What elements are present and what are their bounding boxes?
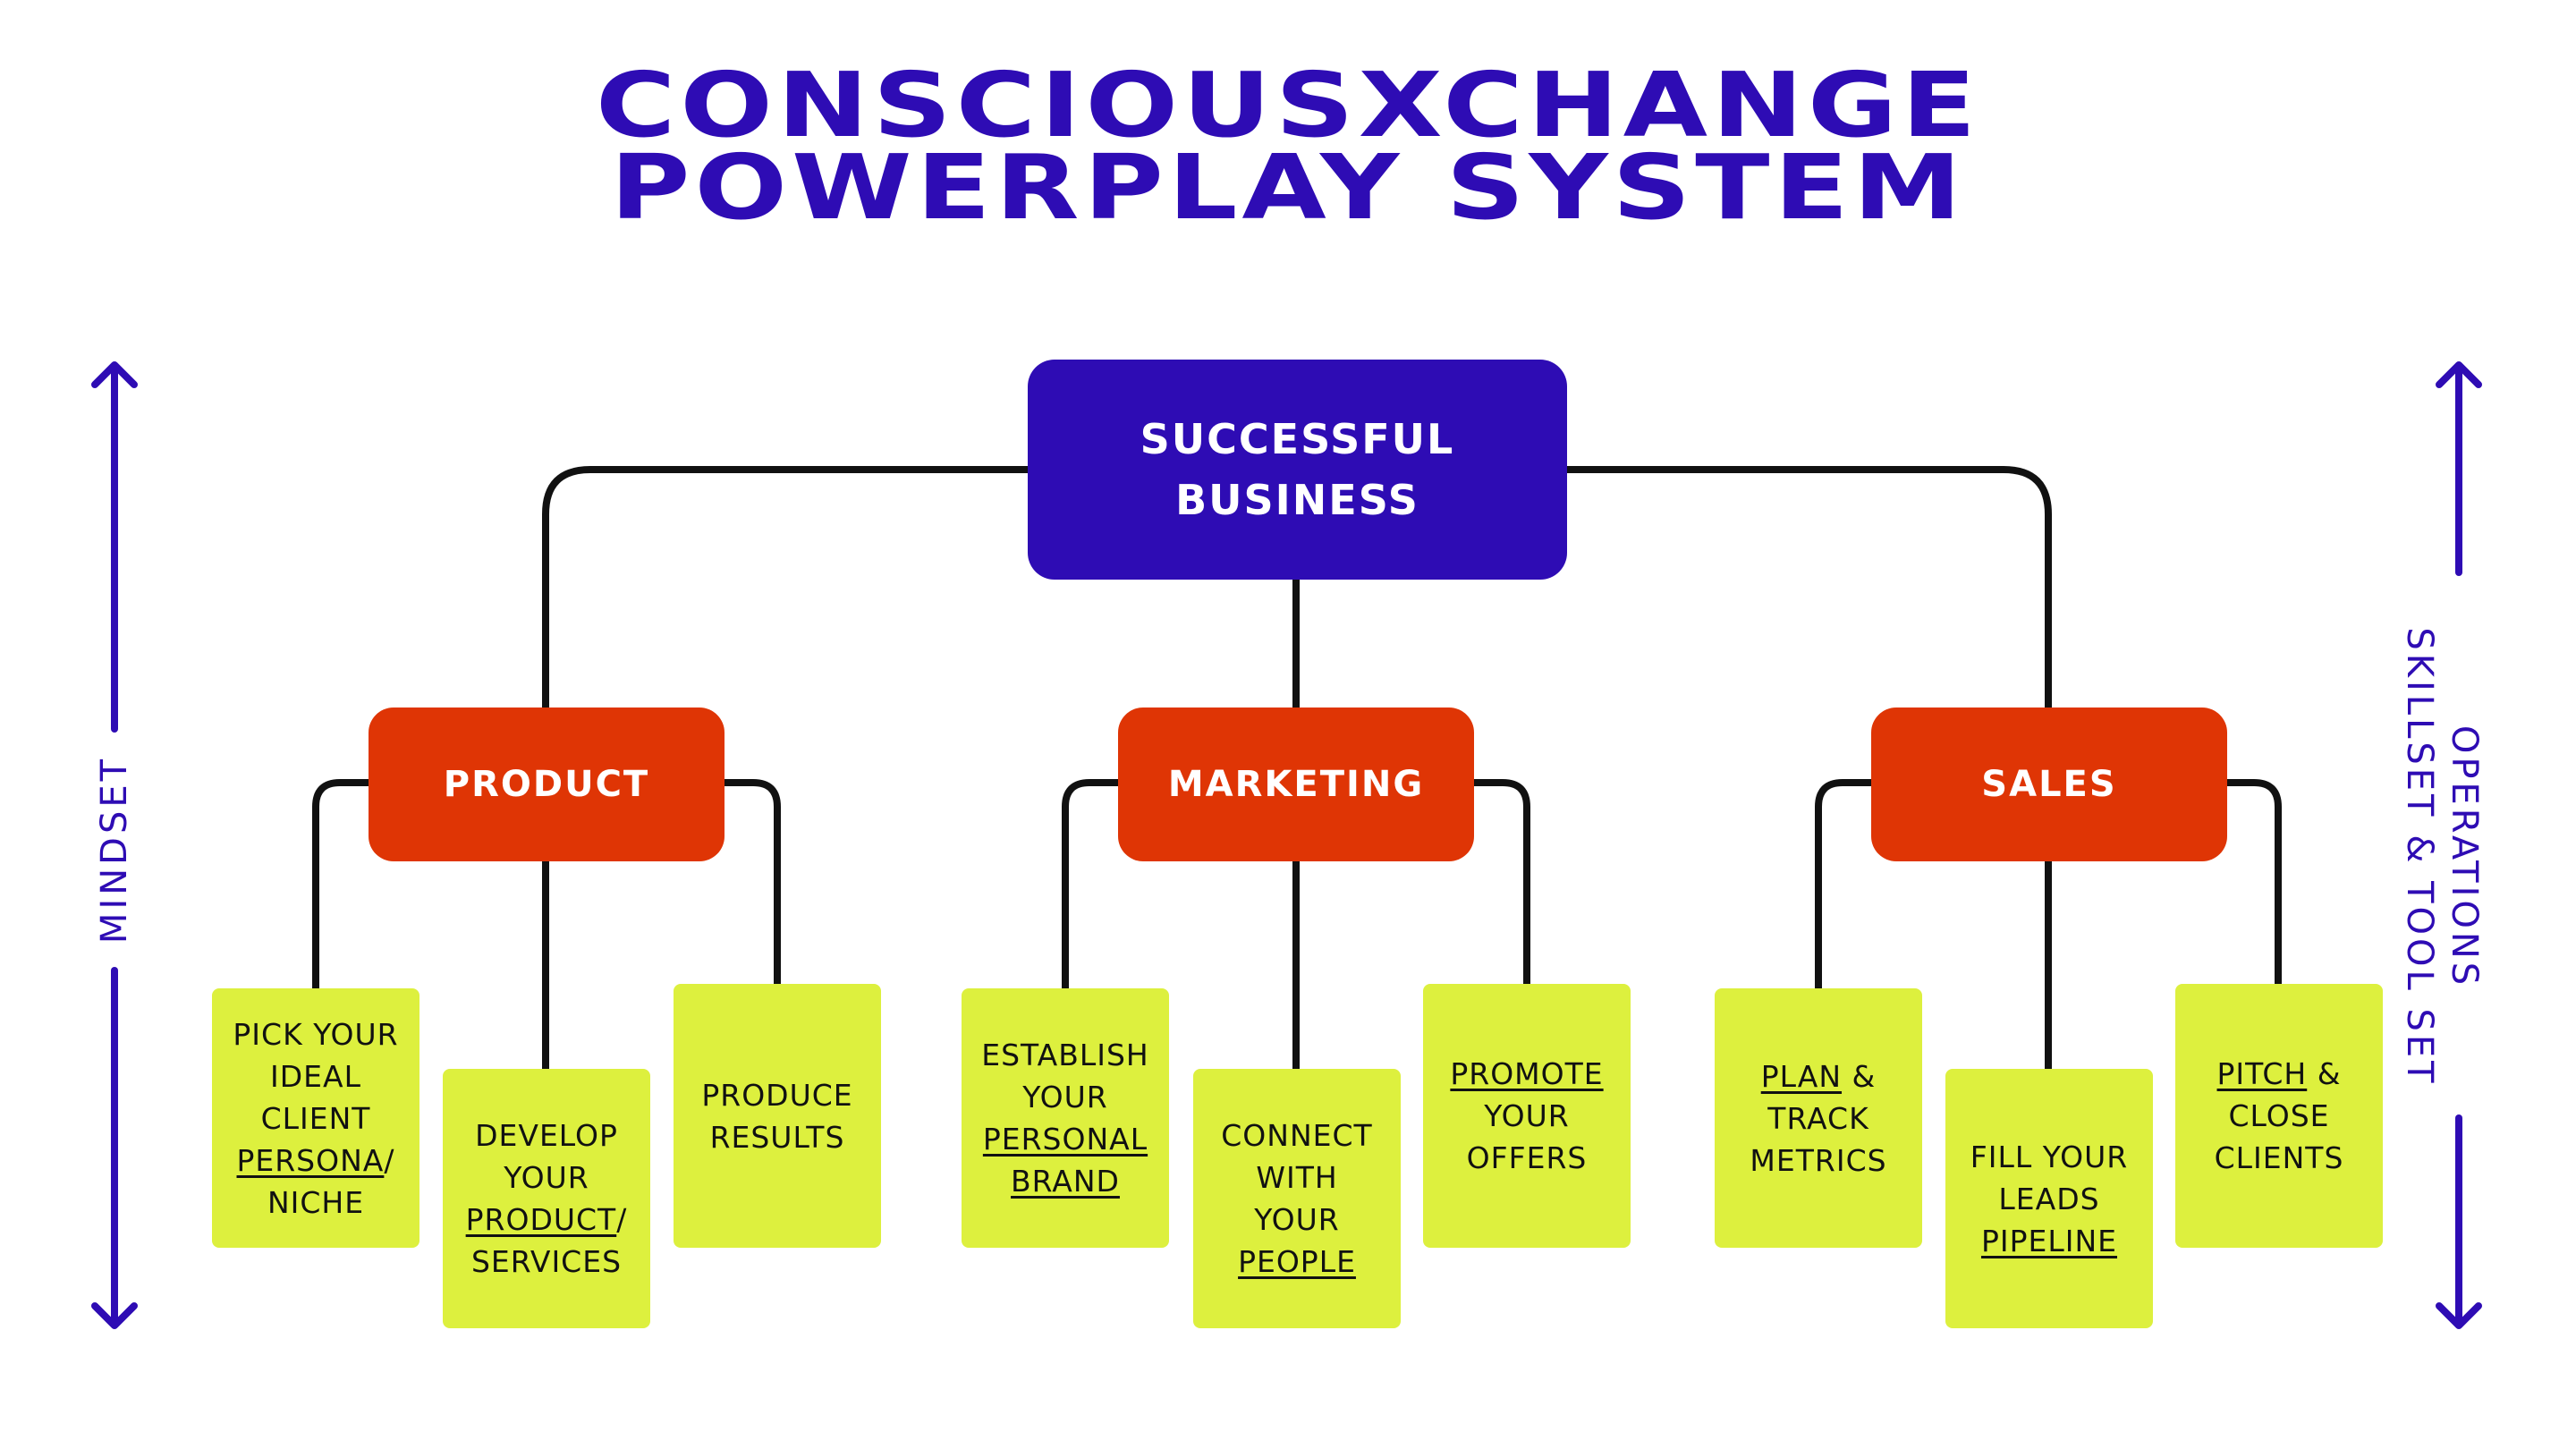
leaf-underlined-word: BRAND: [1011, 1164, 1120, 1199]
category-label: MARKETING: [1167, 764, 1425, 805]
root-node-line-2: BUSINESS: [1175, 476, 1419, 524]
leaf-underlined-word: PROMOTE: [1450, 1056, 1604, 1091]
leaf-line-underlined: PERSONA/: [237, 1140, 395, 1182]
leaf-line: YOUR: [1254, 1202, 1340, 1237]
operations-arrow-up-head: [2436, 361, 2482, 388]
title-line-2: POWERPLAY SYSTEM: [610, 135, 1966, 240]
leaf-produce-results: PRODUCE RESULTS: [674, 984, 881, 1248]
leaf-line: PRODUCE: [701, 1077, 853, 1113]
leaf-line: YOUR: [1484, 1098, 1570, 1133]
leaf-line-underlined: PROMOTE: [1450, 1053, 1603, 1095]
leaf-underlined-word: PRODUCT: [465, 1202, 617, 1237]
leaf-underlined-word: PLAN: [1760, 1058, 1843, 1094]
leaf-line: TRACK: [1767, 1100, 1869, 1136]
mindset-arrow-up-head: [91, 361, 138, 388]
operations-label: OPERATIONS: [2444, 724, 2485, 989]
connector-sales-right: [2222, 779, 2282, 987]
leaf-develop-product: DEVELOP YOUR PRODUCT/ SERVICES: [443, 1069, 650, 1328]
leaf-line: CLIENTS: [2214, 1140, 2344, 1175]
connector-sales-left: [1815, 779, 1875, 992]
leaf-underlined-word: PITCH: [2216, 1056, 2308, 1091]
leaf-line: YOUR: [1022, 1080, 1108, 1114]
leaf-ampersand: &: [1842, 1058, 1877, 1094]
leaf-underlined-word: PERSONA: [236, 1142, 385, 1178]
category-label: PRODUCT: [443, 764, 650, 805]
connector-marketing-left: [1062, 779, 1122, 992]
leaf-pick-ideal-client: PICK YOUR IDEAL CLIENT PERSONA/ NICHE: [212, 988, 419, 1248]
leaf-line-underlined: PIPELINE: [1981, 1220, 2117, 1262]
leaf-underlined-word: PEOPLE: [1238, 1244, 1356, 1279]
leaf-line: PICK YOUR: [233, 1016, 399, 1052]
leaf-line: RESULTS: [709, 1119, 845, 1155]
leaf-line-underlined: BRAND: [1011, 1160, 1120, 1202]
connector-product-left: [312, 779, 372, 992]
leaf-line: WITH: [1256, 1160, 1338, 1195]
leaf-line: OFFERS: [1466, 1140, 1588, 1175]
root-node-line-1: SUCCESSFUL: [1140, 415, 1455, 463]
leaf-line: NICHE: [267, 1184, 365, 1220]
title-line-1: CONSCIOUSXCHANGE: [595, 53, 1981, 157]
leaf-underlined-word: PIPELINE: [1980, 1223, 2118, 1258]
leaf-line-underlined: PEOPLE: [1238, 1241, 1356, 1283]
leaf-line-underlined: PRODUCT/: [466, 1199, 628, 1241]
leaf-line: DEVELOP: [475, 1118, 618, 1153]
root-node-successful-business: SUCCESSFUL BUSINESS: [1028, 360, 1567, 580]
connector-marketing-right: [1470, 779, 1530, 987]
category-label: SALES: [1981, 764, 2117, 805]
leaf-ampersand: &: [2307, 1056, 2342, 1091]
mindset-label: MINDSET: [94, 755, 135, 945]
leaf-line: CLOSE: [2228, 1098, 2330, 1133]
leaf-line-mixed: PLAN &: [1761, 1055, 1877, 1097]
leaf-underlined-word: PERSONAL: [982, 1122, 1148, 1157]
leaf-connect-people: CONNECT WITH YOUR PEOPLE: [1193, 1069, 1401, 1328]
mindset-arrow-down-head: [91, 1302, 138, 1329]
leaf-line: FILL YOUR: [1970, 1139, 2129, 1174]
leaf-line: IDEAL: [270, 1058, 361, 1094]
leaf-slash: /: [384, 1142, 395, 1178]
leaf-promote-offers: PROMOTE YOUR OFFERS: [1423, 984, 1631, 1248]
leaf-line: CLIENT: [260, 1100, 371, 1136]
connector-root-sales: [1563, 466, 2052, 711]
leaf-line: ESTABLISH: [981, 1038, 1149, 1072]
leaf-line: METRICS: [1750, 1142, 1887, 1178]
skillset-toolset-label: SKILLSET & TOOL SET: [2399, 627, 2440, 1087]
leaf-line: LEADS: [1998, 1181, 2100, 1216]
leaf-pitch-close-clients: PITCH & CLOSE CLIENTS: [2175, 984, 2383, 1248]
leaf-plan-track-metrics: PLAN & TRACK METRICS: [1715, 988, 1922, 1248]
connector-root-product: [542, 466, 1031, 711]
leaf-establish-brand: ESTABLISH YOUR PERSONAL BRAND: [962, 988, 1169, 1248]
category-node-product: PRODUCT: [369, 708, 724, 861]
operations-label-block: OPERATIONS SKILLSET & TOOL SET: [2388, 589, 2487, 1125]
leaf-line: YOUR: [504, 1160, 589, 1195]
operations-arrow-down-head: [2436, 1302, 2482, 1329]
leaf-slash: /: [616, 1202, 628, 1237]
leaf-line: CONNECT: [1221, 1118, 1373, 1153]
category-node-marketing: MARKETING: [1118, 708, 1474, 861]
leaf-line: SERVICES: [470, 1244, 623, 1279]
connector-product-right: [721, 779, 781, 987]
leaf-line-underlined: PERSONAL: [983, 1118, 1148, 1160]
category-node-sales: SALES: [1871, 708, 2227, 861]
leaf-fill-leads-pipeline: FILL YOUR LEADS PIPELINE: [1945, 1069, 2153, 1328]
leaf-line-mixed: PITCH &: [2217, 1053, 2342, 1095]
